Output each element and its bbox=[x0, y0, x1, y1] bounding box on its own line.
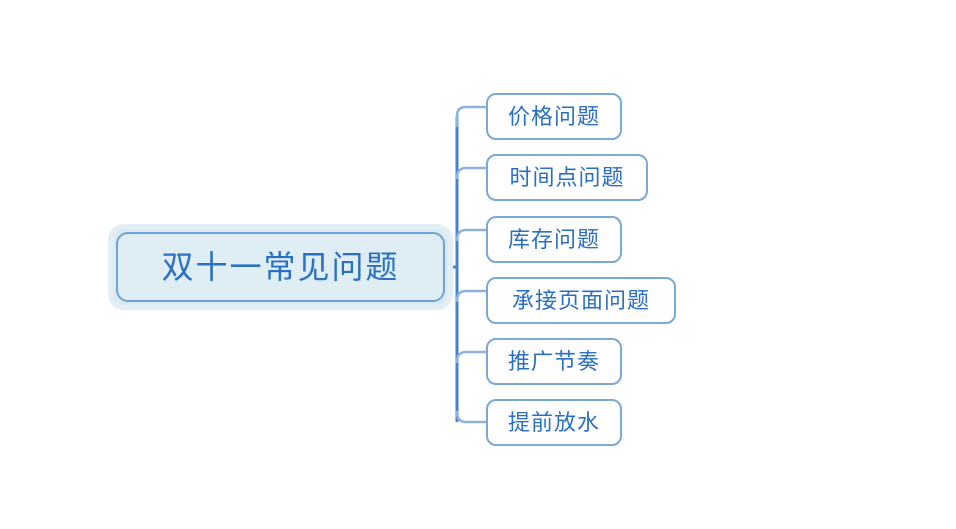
child-node-label: 承接页面问题 bbox=[511, 287, 650, 313]
root-node[interactable]: 双十一常见问题 bbox=[108, 224, 453, 310]
branch-line-6 bbox=[455, 410, 488, 424]
child-node-price[interactable]: 价格问题 bbox=[486, 93, 622, 140]
child-node-label: 库存问题 bbox=[507, 226, 600, 252]
child-node-label: 时间点问题 bbox=[509, 164, 625, 190]
child-node-timing[interactable]: 时间点问题 bbox=[486, 154, 648, 201]
child-node-inventory[interactable]: 库存问题 bbox=[486, 216, 622, 263]
child-node-label: 提前放水 bbox=[507, 409, 600, 435]
child-node-landing-page[interactable]: 承接页面问题 bbox=[486, 277, 676, 324]
branch-line-1 bbox=[455, 105, 488, 128]
branch-line-4 bbox=[455, 289, 488, 303]
child-node-early-release[interactable]: 提前放水 bbox=[486, 399, 622, 446]
root-node-inner: 双十一常见问题 bbox=[116, 232, 445, 302]
branch-line-5 bbox=[455, 350, 488, 364]
child-node-label: 价格问题 bbox=[507, 103, 600, 129]
child-node-label: 推广节奏 bbox=[507, 348, 600, 374]
child-node-promotion-rhythm[interactable]: 推广节奏 bbox=[486, 338, 622, 385]
root-node-label: 双十一常见问题 bbox=[161, 249, 400, 285]
branch-line-3 bbox=[455, 228, 488, 242]
branch-line-2 bbox=[455, 166, 488, 180]
